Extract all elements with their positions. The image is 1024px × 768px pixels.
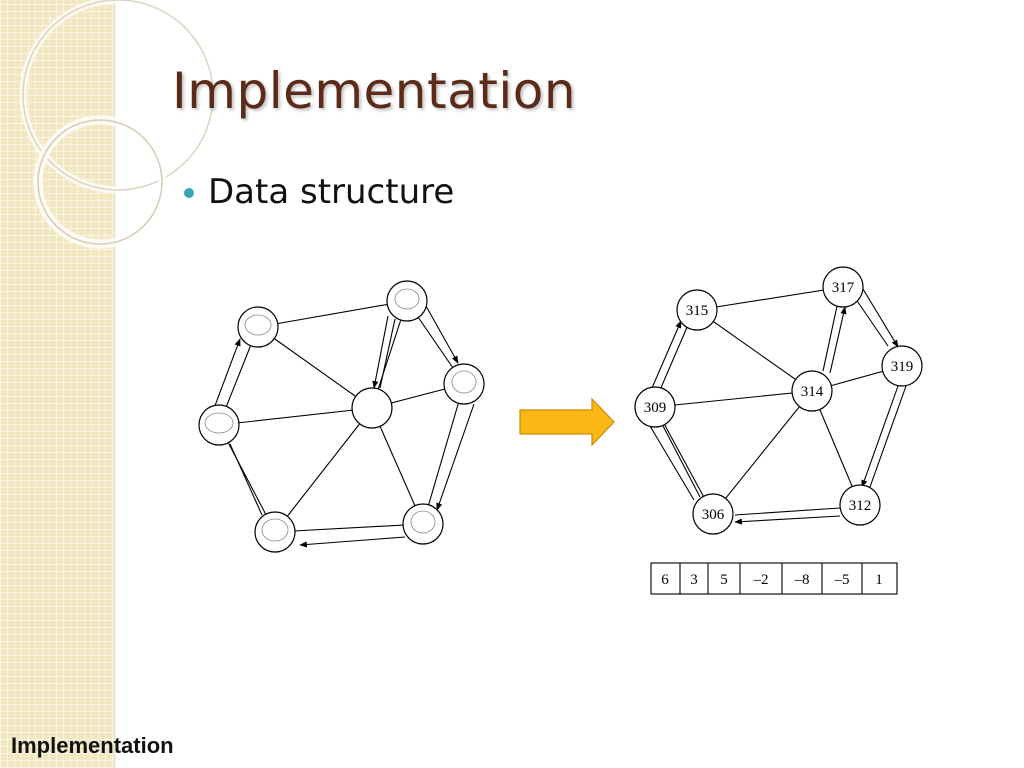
right-graph: 315 317 319 314 309 312 306 bbox=[634, 266, 923, 535]
bullet-dot bbox=[184, 188, 194, 198]
vertex-label: 319 bbox=[891, 359, 914, 375]
array-cell: –2 bbox=[753, 572, 769, 588]
vertex-label: 312 bbox=[849, 498, 872, 514]
array-cell: 5 bbox=[720, 572, 728, 588]
array-cell: 6 bbox=[661, 572, 669, 588]
vertex-label: 317 bbox=[832, 280, 855, 296]
footer-label: Implementation bbox=[11, 733, 174, 758]
vertex-label: 309 bbox=[644, 400, 667, 416]
transition-arrow bbox=[519, 397, 615, 447]
bullet-text: Data structure bbox=[208, 172, 455, 212]
vertex-label: 306 bbox=[702, 507, 725, 523]
array-cell: –8 bbox=[794, 572, 810, 588]
vertex-label: 315 bbox=[686, 303, 709, 319]
side-strip-edge bbox=[113, 0, 117, 768]
array-cell: 1 bbox=[875, 572, 883, 588]
value-array: 6 3 5 –2 –8 –5 1 bbox=[650, 562, 898, 595]
bullet-item: Data structure bbox=[184, 172, 454, 212]
array-cell: –5 bbox=[834, 572, 850, 588]
vertex-label: 314 bbox=[801, 384, 824, 400]
left-graph bbox=[198, 280, 485, 553]
array-cell: 3 bbox=[690, 572, 698, 588]
slide-title: Implementation bbox=[172, 62, 577, 120]
